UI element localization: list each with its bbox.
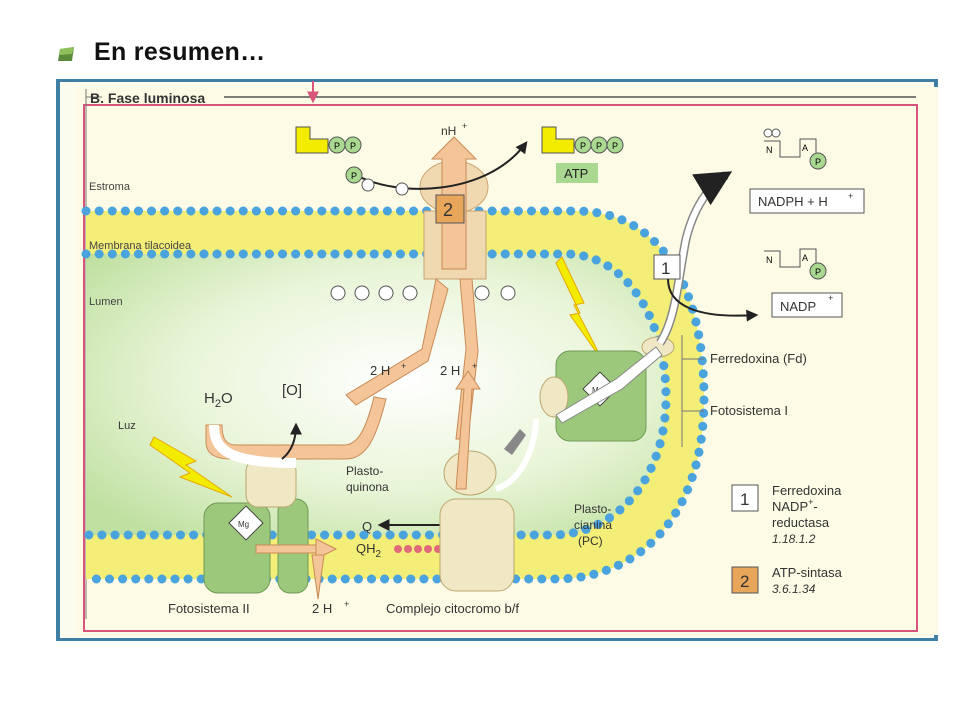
lightning-icon-ps1 bbox=[555, 256, 605, 364]
legend-2-number: 2 bbox=[740, 572, 749, 591]
nadp-a: A bbox=[802, 253, 808, 263]
plastoquinone-label-1: Plasto- bbox=[346, 464, 383, 478]
nadp-n: N bbox=[766, 255, 773, 265]
legend-1-number: 1 bbox=[740, 490, 749, 509]
cytochrome-bf-label: Complejo citocromo b/f bbox=[386, 601, 519, 616]
atp-synthase-number: 2 bbox=[443, 200, 453, 220]
legend-1-line3: reductasa bbox=[772, 515, 830, 530]
cytochrome-bf-complex bbox=[439, 370, 515, 592]
slide-title: En resumen… bbox=[94, 38, 266, 66]
legend-2-line1: ATP-sintasa bbox=[772, 565, 843, 580]
atp-p3: P bbox=[612, 141, 618, 151]
atp-p2: P bbox=[596, 141, 602, 151]
qh2-label: QH2 bbox=[356, 541, 382, 560]
lumen-protons bbox=[330, 178, 516, 301]
adp-p2: P bbox=[350, 141, 356, 151]
photosystem-i-label: Fotosistema I bbox=[710, 403, 788, 418]
nh-charge: + bbox=[462, 121, 467, 131]
two-h-center-charge: + bbox=[472, 361, 477, 371]
two-h-left-charge: + bbox=[401, 361, 406, 371]
two-h-bottom: 2 H bbox=[312, 601, 332, 616]
photosystem-ii-label: Fotosistema II bbox=[168, 601, 250, 616]
nadp-icon: N A P bbox=[764, 248, 827, 280]
legend-1-box bbox=[731, 484, 759, 512]
stroma-label: Estroma bbox=[89, 181, 131, 193]
nadph-icon: N A P bbox=[763, 128, 827, 170]
light-phase-diagram: B. Fase luminosa Estroma Membrana tilaco… bbox=[56, 79, 938, 641]
ferredoxin-label: Ferredoxina (Fd) bbox=[710, 351, 807, 366]
legend-1-line1: Ferredoxina bbox=[772, 483, 842, 498]
plastocyanin-label-2: cianina bbox=[574, 518, 612, 532]
nadp-p: P bbox=[815, 267, 821, 277]
two-h-bottom-charge: + bbox=[344, 599, 349, 609]
nadph-charge: + bbox=[848, 191, 853, 201]
lumen-label: Lumen bbox=[89, 296, 123, 308]
reductase-box bbox=[653, 254, 681, 280]
two-h-left: 2 H bbox=[370, 363, 390, 378]
two-h-center: 2 H bbox=[440, 363, 460, 378]
inner-border bbox=[83, 104, 918, 632]
nadph-a: A bbox=[802, 143, 808, 153]
legend-1-line2: NADP+- bbox=[772, 497, 818, 514]
lightning-icon bbox=[149, 436, 233, 498]
diagram-heading: B. Fase luminosa bbox=[90, 90, 205, 106]
plastocyanin-label-1: Plasto- bbox=[574, 502, 611, 516]
plastocyanin-label-3: (PC) bbox=[578, 534, 603, 548]
photosystem-ii: Mg bbox=[203, 458, 309, 594]
ps2-mg: Mg bbox=[238, 520, 249, 529]
h2o-label: H2O bbox=[204, 390, 233, 410]
atp-label: ATP bbox=[564, 166, 588, 181]
light-label: Luz bbox=[118, 420, 136, 432]
nh-label: nH bbox=[441, 124, 456, 138]
membrane-label: Membrana tilacoidea bbox=[89, 240, 192, 252]
legend-1-line4: 1.18.1.2 bbox=[772, 532, 816, 546]
atp-p1: P bbox=[580, 141, 586, 151]
q-label: Q bbox=[362, 519, 372, 534]
adp-icon: P P P bbox=[295, 126, 363, 184]
legend-2-box bbox=[731, 566, 759, 594]
adp-p1: P bbox=[334, 141, 340, 151]
bullet-icon bbox=[58, 47, 74, 61]
nadph-p: P bbox=[815, 157, 821, 167]
oxygen-label: [O] bbox=[282, 382, 302, 399]
nadph-label: NADPH + H bbox=[758, 194, 828, 209]
atp-icon: P P P ATP bbox=[541, 126, 624, 183]
atp-synthase: 2 bbox=[419, 136, 489, 280]
reductase-number: 1 bbox=[661, 259, 670, 278]
plastoquinone-label-2: quinona bbox=[346, 480, 389, 494]
nadp-charge: + bbox=[828, 293, 833, 303]
nadp-label: NADP bbox=[780, 299, 816, 314]
free-phosphate: P bbox=[351, 171, 357, 181]
legend-2-line2: 3.6.1.34 bbox=[772, 582, 816, 596]
nadph-n: N bbox=[766, 145, 773, 155]
